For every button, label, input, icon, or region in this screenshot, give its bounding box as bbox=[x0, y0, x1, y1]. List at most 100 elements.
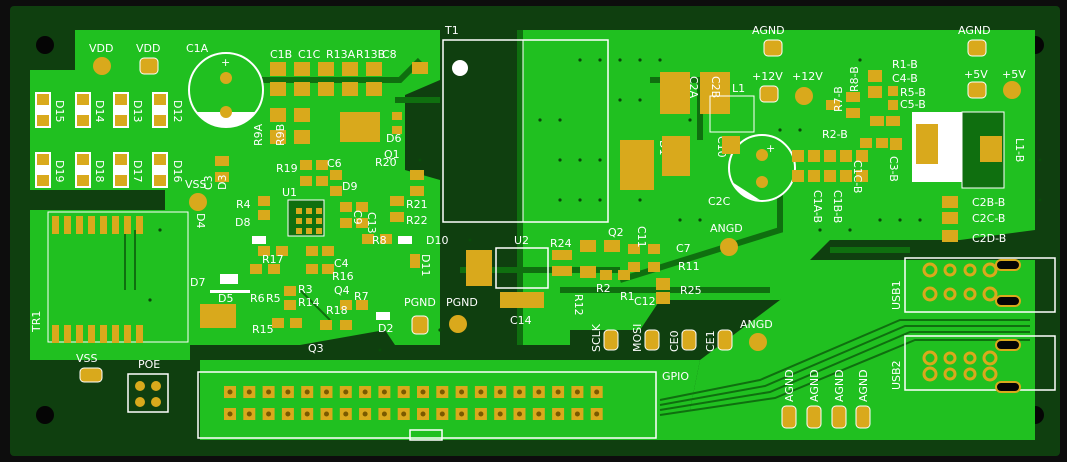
label-angd: ANGD bbox=[710, 222, 743, 235]
gpio-header-key bbox=[409, 429, 443, 441]
via bbox=[678, 218, 682, 222]
vias bbox=[148, 58, 1042, 352]
label-c2d-b: C2D-B bbox=[972, 232, 1006, 245]
label-r11: R11 bbox=[678, 260, 700, 273]
label-c2c-b: C2C-B bbox=[972, 212, 1005, 225]
label-r21: R21 bbox=[406, 198, 428, 211]
label-r4: R4 bbox=[236, 198, 251, 211]
label-ce1: CE1 bbox=[704, 330, 717, 352]
label-vss: VSS bbox=[76, 352, 98, 365]
gpio-pin-hole bbox=[381, 411, 387, 417]
label-5v: +5V bbox=[964, 68, 988, 81]
capacitor-polarity-band bbox=[732, 182, 760, 200]
gpio-pin-hole bbox=[304, 411, 310, 417]
gpio-header-outline bbox=[197, 371, 657, 439]
label-c2b-b: C2B-B bbox=[972, 196, 1005, 209]
label-d18: D18 bbox=[93, 160, 106, 182]
label-c5b: C5-B bbox=[900, 98, 926, 111]
signal-traces bbox=[124, 230, 1030, 416]
test-pad-5v bbox=[1003, 81, 1021, 99]
label-vdd: VDD bbox=[136, 42, 160, 55]
via bbox=[638, 58, 642, 62]
label-r5b: R5-B bbox=[900, 86, 926, 99]
label-c3: C3 bbox=[202, 175, 215, 190]
label-vdd: VDD bbox=[89, 42, 113, 55]
label-d12: D12 bbox=[171, 100, 184, 122]
label-c12: C12 bbox=[634, 295, 656, 308]
via bbox=[778, 128, 782, 132]
via bbox=[688, 118, 692, 122]
gpio-pin-hole bbox=[266, 411, 272, 417]
label-d9: D9 bbox=[342, 180, 357, 193]
label-c1b: C1B bbox=[270, 48, 292, 61]
copper-pour-left bbox=[30, 210, 190, 360]
via bbox=[618, 58, 622, 62]
gpio-pin-hole bbox=[324, 389, 329, 395]
diode-array bbox=[35, 92, 168, 188]
spi-test-pads bbox=[603, 329, 733, 351]
label-c1c: C1C bbox=[298, 48, 321, 61]
svg-text:+: + bbox=[221, 56, 230, 69]
via bbox=[578, 198, 582, 202]
label-poe: POE bbox=[138, 358, 160, 371]
label-c2a: C2A bbox=[687, 76, 700, 99]
pin1-marker-icon bbox=[452, 60, 468, 76]
label-mosi: MOSI bbox=[631, 324, 644, 352]
test-pad-vdd bbox=[139, 57, 159, 75]
label-ce0: CE0 bbox=[668, 330, 681, 352]
label-sclk: SCLK bbox=[590, 323, 603, 352]
diode-d1 bbox=[620, 140, 654, 190]
diode-d5-marker bbox=[210, 290, 250, 293]
via bbox=[468, 238, 472, 242]
label-q3: Q3 bbox=[308, 342, 324, 355]
label-r9b: R9B bbox=[274, 124, 287, 146]
via bbox=[798, 128, 802, 132]
via bbox=[148, 298, 152, 302]
label-angd: ANGD bbox=[740, 318, 773, 331]
gpio-pin-hole bbox=[478, 411, 484, 417]
gpio-pins bbox=[224, 386, 603, 420]
diode-d8 bbox=[252, 236, 266, 244]
label-l1: L1 bbox=[732, 82, 745, 95]
label-r24: R24 bbox=[550, 237, 572, 250]
gpio-pin-hole bbox=[343, 411, 349, 417]
gpio-pin-hole bbox=[574, 389, 580, 395]
label-d13: D13 bbox=[131, 100, 144, 122]
label-tr1: TR1 bbox=[30, 311, 43, 333]
gpio-pin-hole bbox=[227, 411, 233, 417]
mounting-hole bbox=[36, 36, 54, 54]
via bbox=[538, 118, 542, 122]
via bbox=[698, 218, 702, 222]
gpio-pin-hole bbox=[266, 389, 272, 395]
gpio-pin-hole bbox=[478, 389, 484, 395]
via bbox=[658, 58, 662, 62]
gpio-pin-hole bbox=[246, 389, 252, 395]
label-c2b: C2B bbox=[709, 76, 722, 98]
svg-text:+: + bbox=[766, 142, 775, 155]
ic-u1-pads bbox=[296, 208, 322, 234]
label-c4: C4 bbox=[334, 257, 349, 270]
label-usb1: USB1 bbox=[890, 280, 903, 310]
diode-d2 bbox=[376, 312, 390, 320]
label-c1a-b: C1A-B bbox=[811, 190, 824, 223]
test-pad-agnd bbox=[763, 39, 783, 57]
label-c2c: C2C bbox=[708, 195, 731, 208]
gpio-pin-hole bbox=[362, 411, 368, 417]
gpio-pin-hole bbox=[459, 389, 465, 395]
via bbox=[638, 198, 642, 202]
usb-connector-2 bbox=[904, 335, 1056, 393]
label-u2: U2 bbox=[514, 234, 529, 247]
label-vss: VSS bbox=[185, 178, 207, 191]
test-pad-vdd bbox=[93, 57, 111, 75]
via bbox=[578, 58, 582, 62]
transformer-tr1 bbox=[47, 211, 189, 343]
gpio-pin-hole bbox=[555, 411, 561, 417]
capacitor-c14 bbox=[500, 292, 544, 308]
via bbox=[638, 98, 642, 102]
via bbox=[558, 198, 562, 202]
gpio-pin-hole bbox=[517, 411, 522, 417]
label-gpio: GPIO bbox=[662, 370, 689, 383]
smd-pads-mid bbox=[200, 156, 424, 330]
label-q4: Q4 bbox=[334, 284, 350, 297]
